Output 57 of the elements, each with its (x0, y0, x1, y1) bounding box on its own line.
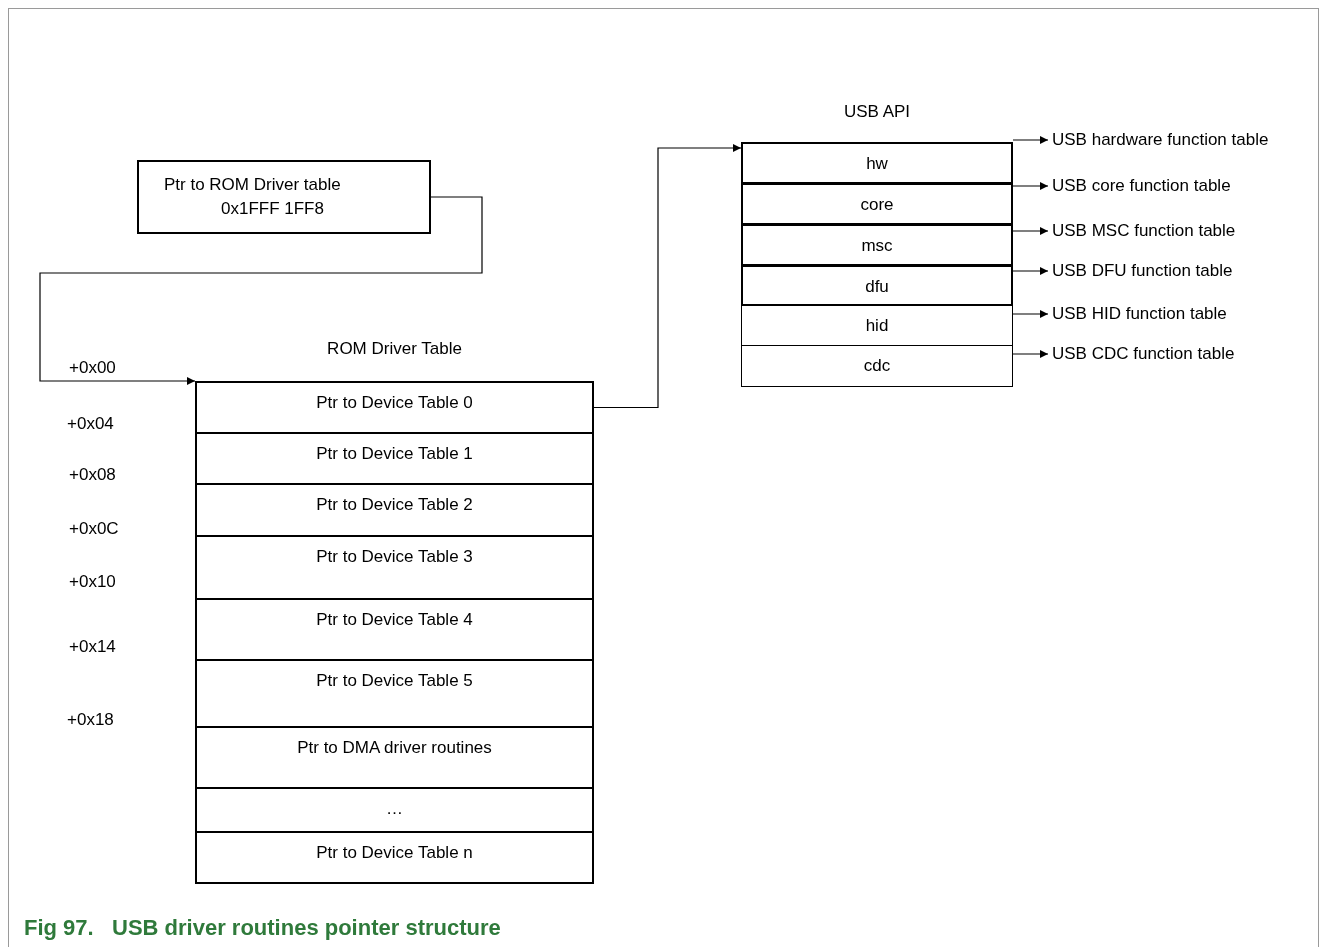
table-row (195, 483, 594, 537)
row-text: cdc (863, 356, 891, 376)
row-text: hw (866, 154, 888, 174)
table-row (195, 598, 594, 661)
row-text: Ptr to Device Table 1 (316, 444, 473, 464)
row-text: … (386, 799, 403, 819)
table-row (741, 305, 1013, 346)
figure-caption: Fig 97. USB driver routines pointer structure (24, 915, 501, 941)
arrow (1012, 267, 1049, 275)
table-row (741, 183, 1013, 225)
table-row (741, 142, 1013, 184)
offset-label: +0x14 (69, 637, 116, 657)
table-row (741, 265, 1013, 306)
arrow (39, 196, 483, 385)
table-heading: USB API (843, 102, 911, 122)
table-row (195, 831, 594, 884)
row-text: Ptr to DMA driver routines (297, 738, 492, 758)
table-row (195, 726, 594, 789)
arrow (1012, 310, 1049, 318)
box-text: Ptr to ROM Driver table (164, 175, 341, 195)
pointer-box (137, 160, 431, 234)
row-text: Ptr to Device Table 0 (316, 393, 473, 413)
arrow (1012, 136, 1049, 144)
function-table-text: USB DFU function table (1052, 261, 1233, 281)
function-table-text: USB HID function table (1052, 304, 1227, 324)
table-row (195, 432, 594, 485)
table-row (195, 787, 594, 833)
table-row (195, 535, 594, 600)
offset-label: +0x08 (69, 465, 116, 485)
offset-label: +0x0C (69, 519, 119, 539)
box-text: 0x1FFF 1FF8 (221, 199, 324, 219)
row-text: Ptr to Device Table 3 (316, 547, 473, 567)
row-text: dfu (865, 277, 889, 297)
arrow (1012, 182, 1049, 190)
table-row (741, 224, 1013, 266)
row-text: Ptr to Device Table 5 (316, 671, 473, 691)
row-text: core (860, 195, 894, 215)
function-table-text: USB MSC function table (1052, 221, 1236, 241)
row-text: Ptr to Device Table n (316, 843, 473, 863)
offset-label: +0x10 (69, 572, 116, 592)
table-row (195, 381, 594, 434)
arrow (1012, 227, 1049, 235)
offset-label: +0x18 (67, 710, 114, 730)
table-heading: ROM Driver Table (327, 339, 462, 359)
row-text: Ptr to Device Table 2 (316, 495, 473, 515)
row-text: msc (861, 236, 893, 256)
table-row (195, 659, 594, 728)
offset-label: +0x00 (69, 358, 116, 378)
arrow (1012, 350, 1049, 358)
row-text: Ptr to Device Table 4 (316, 610, 473, 630)
function-table-text: USB core function table (1052, 176, 1231, 196)
function-table-text: USB CDC function table (1052, 344, 1235, 364)
row-text: hid (865, 316, 889, 336)
offset-label: +0x04 (67, 414, 114, 434)
arrow (593, 144, 742, 409)
table-row (741, 345, 1013, 387)
function-table-text: USB hardware function table (1052, 130, 1269, 150)
